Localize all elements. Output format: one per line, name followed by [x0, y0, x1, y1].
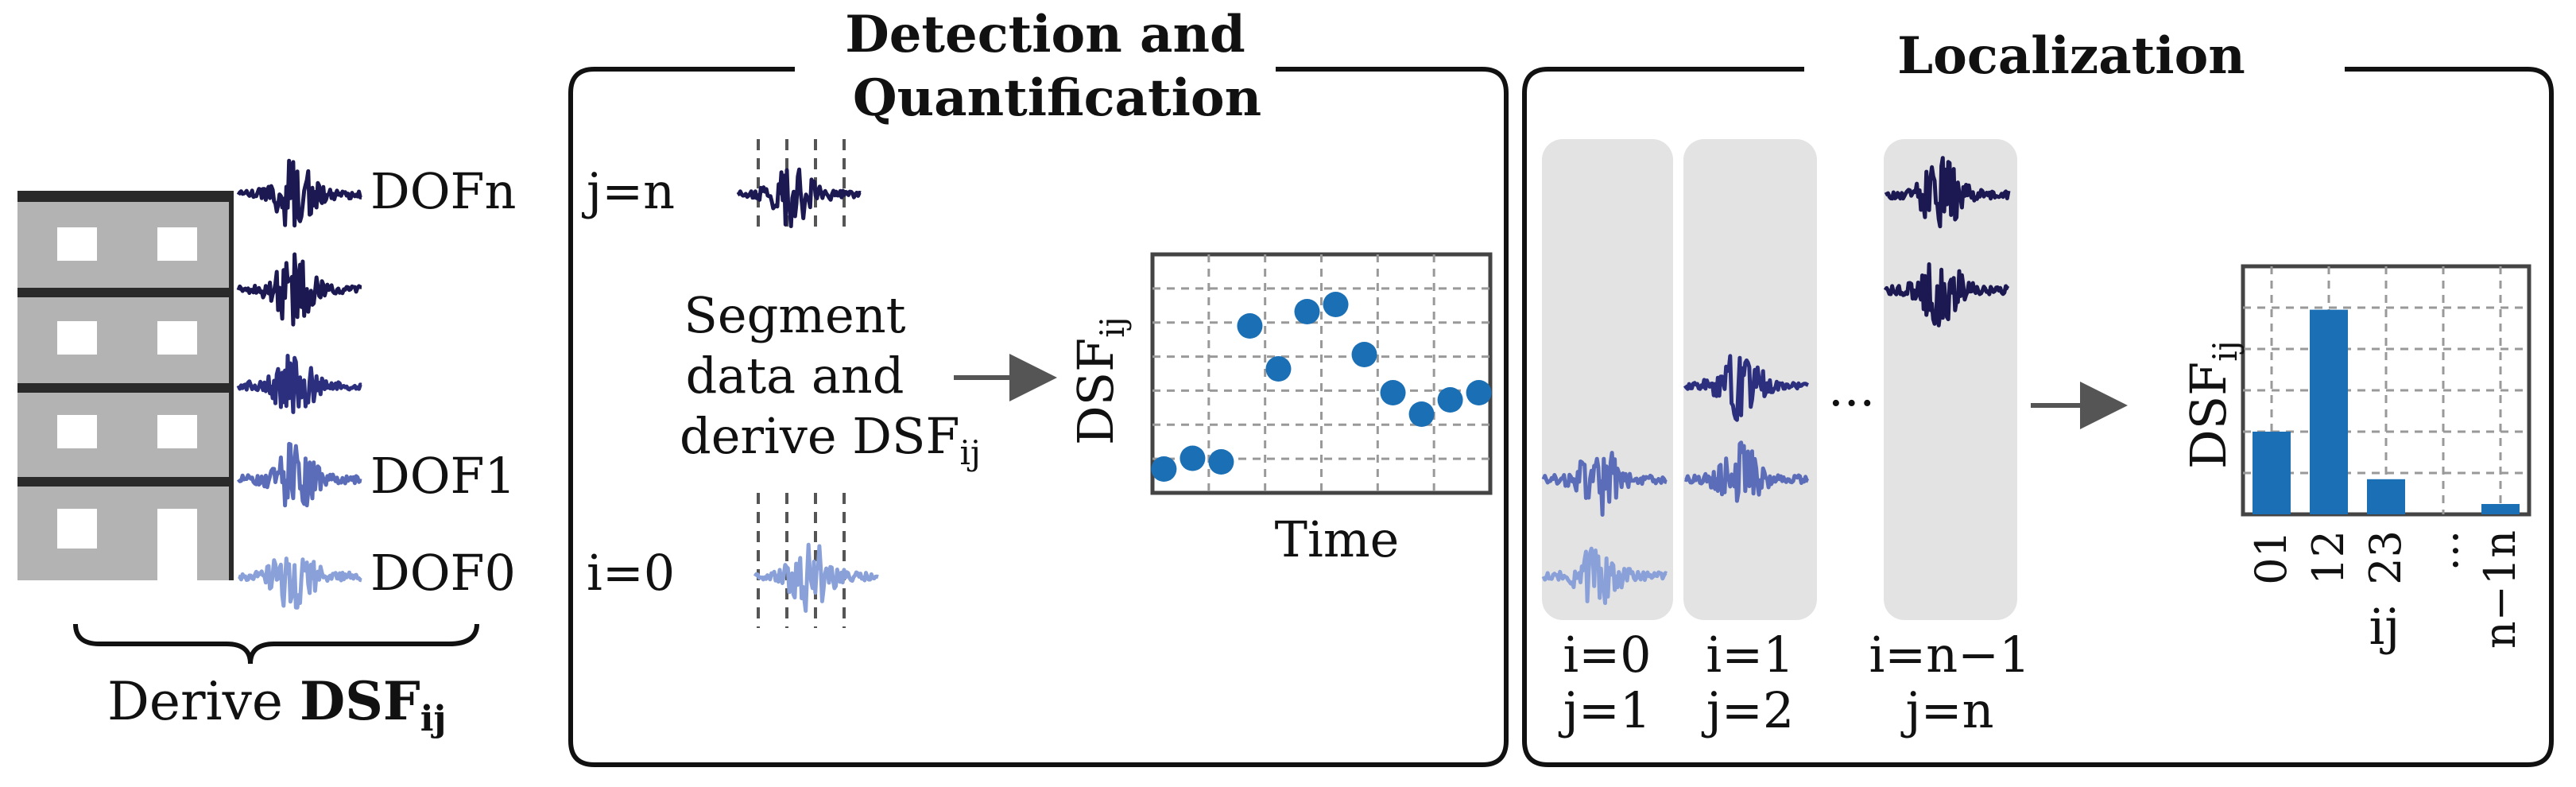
j-label: j=n — [582, 162, 675, 220]
bar-tick-label: ... — [2418, 530, 2468, 572]
detection-panel-frame — [568, 67, 1509, 767]
scatter-ylabel-main: DSF — [1067, 338, 1125, 445]
building-floor-1 — [17, 477, 234, 487]
window — [57, 227, 97, 261]
signal-dof1 — [236, 441, 362, 508]
loc-signal-c0-a — [1541, 451, 1668, 517]
scatter-xlabel: Time — [1275, 510, 1400, 568]
dof-label-1: DOF1 — [370, 447, 516, 505]
segment-text-line1: Segment — [684, 286, 905, 344]
building — [17, 191, 234, 580]
loc-col0-i: i=0 — [1563, 626, 1651, 684]
loc-col1-i: i=1 — [1706, 626, 1794, 684]
scatter-point — [1351, 342, 1377, 367]
scatter-grid — [1152, 254, 1490, 493]
window — [157, 415, 197, 448]
scatter-point — [1323, 292, 1349, 317]
localization-panel-frame — [1522, 67, 2554, 767]
scatter-ylabel-sub: ij — [1093, 316, 1132, 337]
signal-dof-mid — [236, 354, 362, 414]
loc-signal-c0-b — [1541, 546, 1668, 606]
caption-prefix: Derive — [107, 671, 300, 732]
segment-text-line3: derive DSFij — [680, 407, 981, 472]
i-label: i=0 — [587, 544, 675, 602]
bar-tick-label: n−1n — [2475, 530, 2525, 649]
building-roof — [17, 191, 234, 202]
signal-dofn — [236, 158, 362, 228]
caption-sub: ij — [420, 699, 447, 739]
loc-column-2 — [1884, 139, 2017, 620]
signal-segment-bottom — [753, 542, 879, 613]
segment-text-sub: ij — [959, 433, 980, 472]
loc-column-0 — [1542, 139, 1673, 620]
loc-col2-j: j=n — [1900, 681, 1993, 739]
bar-ylabel-main: DSF — [2179, 362, 2237, 469]
scatter-point — [1408, 401, 1435, 427]
bar-ylabel-sub: ij — [2206, 340, 2245, 361]
window — [157, 321, 197, 355]
loc-signal-c1-a — [1683, 354, 1809, 422]
bar-tick-label: 23 — [2361, 530, 2411, 585]
caption-bold: DSF — [300, 670, 420, 732]
building-floor-2 — [17, 383, 234, 393]
dof-label-n: DOFn — [370, 162, 517, 220]
bar-1 — [2310, 309, 2348, 514]
loc-signal-c2-b — [1883, 262, 2010, 328]
bar-2 — [2367, 479, 2405, 514]
scatter-chart: DSFij Time — [1067, 252, 1493, 568]
window — [57, 415, 97, 448]
loc-ellipsis: ... — [1828, 359, 1875, 417]
scatter-point — [1437, 387, 1463, 413]
scatter-point — [1237, 313, 1263, 339]
window — [57, 321, 97, 355]
scatter-point — [1180, 445, 1206, 471]
scatter-points — [1151, 292, 1492, 482]
scatter-point — [1294, 299, 1320, 324]
scatter-point — [1151, 456, 1177, 482]
window — [57, 509, 97, 549]
bar-xlabel: ij — [2369, 598, 2400, 656]
left-signals — [236, 158, 362, 610]
door — [157, 509, 197, 580]
building-floor-3 — [17, 288, 234, 297]
left-caption: Derive DSFij — [107, 670, 446, 739]
loc-signal-c1-b — [1683, 440, 1810, 503]
loc-signal-c2-a — [1884, 156, 2011, 229]
title-gap — [1804, 48, 2345, 95]
scatter-point — [1466, 380, 1492, 405]
scatter-point — [1208, 449, 1234, 475]
window — [157, 227, 197, 261]
dof-label-0: DOF0 — [370, 544, 516, 602]
localization-title: Localization — [1897, 26, 2245, 86]
signal-dof-upper — [236, 252, 362, 327]
loc-col1-j: j=2 — [1702, 681, 1795, 739]
bar-tick-label: 01 — [2246, 530, 2296, 585]
scatter-ylabel: DSFij — [1067, 316, 1132, 445]
signal-segment-top — [736, 167, 862, 228]
bar-tick-label: 12 — [2303, 530, 2353, 585]
loc-col2-i: i=n−1 — [1869, 626, 2030, 684]
bar-ylabel: DSFij — [2179, 340, 2245, 469]
title-gap — [795, 48, 1276, 95]
scatter-point — [1380, 380, 1406, 405]
segment-text-line2: data and — [686, 347, 905, 405]
brace — [73, 623, 479, 665]
loc-col0-j: j=1 — [1559, 681, 1652, 739]
building-right-edge — [229, 191, 234, 580]
scatter-point — [1265, 356, 1292, 382]
bar-0 — [2253, 432, 2291, 514]
bar-bars — [2253, 309, 2520, 514]
signal-dof0 — [238, 556, 362, 610]
bar-4 — [2481, 504, 2520, 514]
segment-text-derive: derive DSF — [680, 407, 959, 465]
detection-title-line2: Quantification — [853, 68, 1261, 128]
detection-title-line1: Detection and — [845, 5, 1245, 64]
